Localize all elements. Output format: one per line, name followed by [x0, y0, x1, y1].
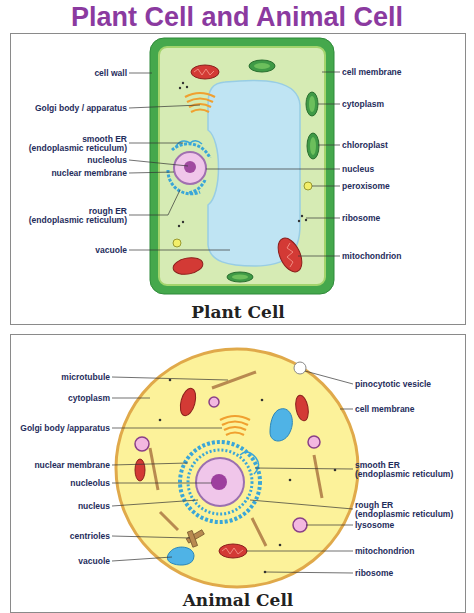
ribosome: [182, 221, 184, 223]
part-label: cell membrane: [342, 67, 402, 77]
chloroplast-grana: [254, 63, 270, 69]
mitochondrion: [191, 65, 219, 79]
part-label: microtubule: [61, 372, 110, 382]
ribosome: [305, 219, 307, 221]
ribosome: [178, 225, 180, 227]
leader-line: [129, 72, 340, 256]
nucleus: [174, 152, 206, 184]
part-label: (endoplasmic reticulum): [355, 469, 453, 479]
cytoplasm: [159, 47, 325, 285]
chloroplast-grana: [310, 137, 316, 155]
panel-caption: Plant Cell: [11, 302, 465, 322]
part-label: mitochondrion: [342, 251, 402, 261]
part-label: Golgi body /apparatus: [20, 423, 110, 433]
rough-er: [188, 450, 252, 514]
chloroplast: [307, 133, 319, 159]
ribosome: [264, 571, 267, 574]
part-label: smooth ER: [82, 134, 127, 144]
lysosome: [293, 518, 307, 532]
part-label: Golgi body / apparatus: [35, 103, 127, 113]
part-label: mitochondrion: [355, 546, 415, 556]
lysosome: [135, 437, 149, 451]
nucleolus: [211, 474, 227, 490]
mitochondrion: [294, 394, 310, 422]
chloroplast: [306, 92, 318, 116]
part-label: chloroplast: [342, 140, 388, 150]
panel-caption: Animal Cell: [11, 590, 465, 610]
rough-er: [180, 442, 260, 522]
mitochondrion-crista: [194, 69, 214, 75]
pinocytotic-vesicle: [294, 362, 306, 374]
nucleolus: [184, 161, 196, 173]
part-label: rough ER: [89, 206, 127, 216]
ribosome: [261, 399, 264, 402]
ribosome: [159, 419, 162, 422]
chloroplast-grana: [232, 275, 248, 280]
mitochondrion-crista: [287, 243, 293, 267]
mitochondrion-crista: [222, 548, 243, 554]
diagram-title: Plant Cell and Animal Cell: [0, 1, 474, 33]
cell-wall: [150, 38, 334, 294]
ribosome: [301, 215, 303, 217]
mitochondrion: [219, 544, 247, 558]
part-label: vacuole: [95, 245, 127, 255]
ribosome: [289, 479, 292, 482]
part-label: cell membrane: [355, 404, 415, 414]
part-label: nucleus: [342, 164, 374, 174]
lysosome: [308, 436, 320, 448]
vacuole: [270, 409, 292, 441]
smooth-er: [176, 141, 202, 146]
part-label: cytoplasm: [342, 99, 384, 109]
part-label: peroxisome: [342, 181, 390, 191]
centriole: [186, 530, 204, 543]
centriole: [187, 530, 197, 547]
part-label: pinocytotic vesicle: [355, 379, 431, 389]
mitochondrion: [273, 234, 306, 275]
part-label: nucleus: [78, 501, 110, 511]
part-label: nucleolus: [87, 155, 127, 165]
chloroplast: [227, 272, 253, 282]
part-label: (endoplasmic reticulum): [29, 143, 127, 153]
part-label: cytoplasm: [68, 393, 110, 403]
part-label: ribosome: [342, 213, 380, 223]
nucleus: [196, 458, 244, 506]
part-label: nuclear membrane: [34, 460, 110, 470]
ribosome: [186, 86, 188, 88]
mitochondrion: [172, 256, 204, 277]
part-label: cell wall: [94, 68, 127, 78]
ribosome: [182, 82, 184, 84]
chloroplast-grana: [309, 96, 315, 112]
ribosome: [334, 469, 337, 472]
ribosome: [179, 87, 181, 89]
peroxisome: [304, 182, 312, 190]
part-label: rough ER: [355, 500, 393, 510]
cell-membrane: [116, 349, 358, 587]
rough-er: [168, 144, 210, 194]
ribosome: [279, 544, 282, 547]
mitochondrion: [135, 459, 145, 481]
leader-line: [112, 371, 353, 573]
golgi-body: [220, 416, 250, 435]
smooth-er: [240, 452, 259, 474]
mitochondrion: [178, 387, 199, 418]
ribosome: [169, 379, 172, 382]
chloroplast: [249, 60, 275, 72]
part-label: nucleolus: [70, 478, 110, 488]
part-label: (endoplasmic reticulum): [355, 509, 453, 519]
lysosome: [209, 397, 219, 407]
part-label: centrioles: [70, 531, 110, 541]
part-label: vacuole: [78, 556, 110, 566]
vacuole: [208, 80, 300, 266]
golgi-body: [185, 93, 215, 112]
peroxisome: [173, 239, 181, 247]
part-label: smooth ER: [355, 460, 400, 470]
vacuole: [167, 547, 194, 565]
part-label: ribosome: [355, 568, 393, 578]
ribosome: [298, 220, 300, 222]
microtubule: [150, 372, 322, 546]
part-label: (endoplasmic reticulum): [29, 215, 127, 225]
part-label: lysosome: [355, 520, 394, 530]
part-label: nuclear membrane: [51, 168, 127, 178]
